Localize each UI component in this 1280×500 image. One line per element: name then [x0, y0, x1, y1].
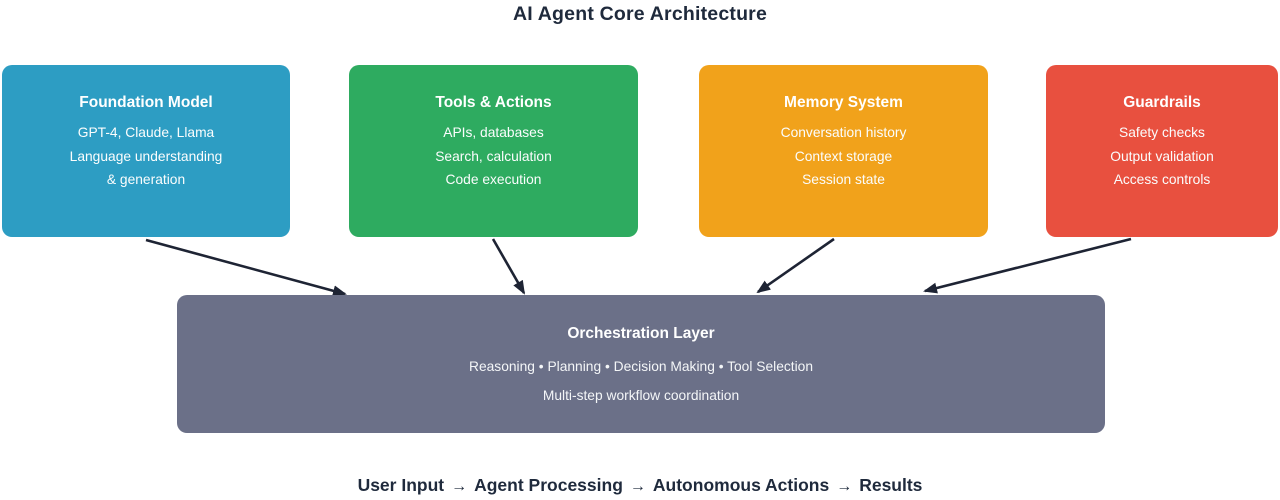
- arrow-guardrails-to-orchestration: [923, 237, 1132, 294]
- card-memory-system: Memory System Conversation history Conte…: [699, 65, 988, 237]
- orchestration-layer-box: Orchestration Layer Reasoning • Planning…: [177, 295, 1105, 433]
- flow-step-agent-processing: Agent Processing: [474, 475, 623, 495]
- card-guardrails-line-1: Safety checks: [1119, 125, 1205, 140]
- orchestration-title: Orchestration Layer: [567, 325, 715, 342]
- card-tools-line-3: Code execution: [445, 172, 542, 187]
- card-memory-line-3: Session state: [802, 172, 885, 187]
- arrow-memory-to-orchestration: [756, 237, 835, 294]
- card-tools-line-1: APIs, databases: [443, 125, 544, 140]
- card-guardrails-line-3: Access controls: [1113, 172, 1211, 187]
- card-memory-title: Memory System: [784, 94, 903, 111]
- card-foundation-line-1: GPT-4, Claude, Llama: [77, 125, 215, 140]
- flow-step-autonomous-actions: Autonomous Actions: [652, 475, 830, 495]
- arrow-foundation-to-orchestration: [145, 238, 347, 297]
- arrow-tools-to-orchestration: [491, 238, 526, 295]
- card-guardrails: Guardrails Safety checks Output validati…: [1046, 65, 1278, 237]
- bottom-flow-line: User Input → Agent Processing → Autonomous A…: [0, 472, 1280, 498]
- card-guardrails-title: Guardrails: [1123, 94, 1201, 111]
- flow-arrow-icon: →: [629, 478, 646, 495]
- card-tools-line-2: Search, calculation: [435, 148, 552, 164]
- card-foundation-model: Foundation Model GPT-4, Claude, Llama La…: [2, 65, 290, 237]
- card-foundation-line-2: Language understanding: [69, 148, 223, 164]
- orchestration-line-1: Reasoning • Planning • Decision Making •…: [468, 359, 814, 374]
- flow-step-results: Results: [859, 475, 923, 495]
- card-memory-line-2: Context storage: [794, 148, 893, 164]
- diagram-title: AI Agent Core Architecture: [512, 3, 768, 25]
- card-memory-line-1: Conversation history: [780, 125, 907, 140]
- flow-arrow-icon: →: [836, 478, 853, 495]
- orchestration-line-2: Multi-step workflow coordination: [542, 387, 740, 403]
- card-foundation-line-3: & generation: [106, 172, 186, 187]
- flow-arrow-icon: →: [451, 478, 468, 495]
- card-tools-actions: Tools & Actions APIs, databases Search, …: [349, 65, 638, 237]
- card-guardrails-line-2: Output validation: [1110, 148, 1214, 164]
- card-foundation-title: Foundation Model: [79, 94, 213, 111]
- flow-step-user-input: User Input: [357, 475, 445, 495]
- card-tools-title: Tools & Actions: [435, 94, 552, 111]
